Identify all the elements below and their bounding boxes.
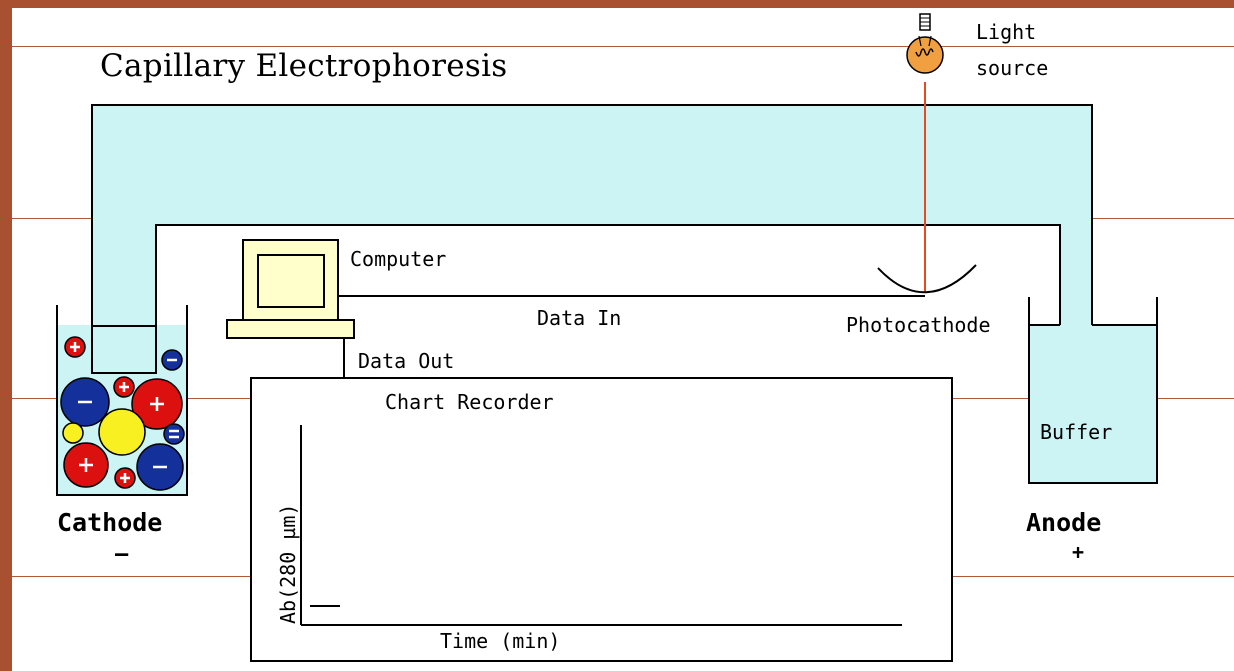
- light-label: Light: [976, 20, 1037, 44]
- light-bulb-icon: [906, 13, 944, 74]
- anode-beaker: [1028, 297, 1158, 484]
- chart-x-axis-label: Time (min): [440, 629, 561, 653]
- chart-recorder-box: [250, 377, 953, 662]
- data-out-label: Data Out: [358, 349, 455, 373]
- neutral-molecule: [98, 408, 146, 456]
- ions-group: [60, 336, 185, 491]
- anode-label: Anode: [1026, 508, 1102, 537]
- diagram-title: Capillary Electrophoresis: [100, 48, 508, 84]
- chart-y-axis-label: Ab(280 µm): [276, 503, 300, 624]
- anode-sign: +: [1072, 540, 1085, 564]
- computer-label: Computer: [350, 247, 447, 271]
- photocathode-icon: [877, 264, 977, 294]
- negative-ion: [163, 423, 185, 445]
- cathode-beaker: [56, 305, 188, 496]
- data-in-label: Data In: [537, 306, 622, 330]
- photocathode-label: Photocathode: [846, 313, 991, 337]
- slide-rule-line: [12, 46, 1234, 47]
- capillary-cathode-end: [91, 325, 157, 374]
- computer-icon: [226, 239, 355, 339]
- buffer-label: Buffer: [1040, 420, 1113, 444]
- anode-buffer: [1029, 325, 1157, 483]
- chart-recorder-label: Chart Recorder: [385, 390, 554, 414]
- cathode-label: Cathode: [57, 508, 163, 537]
- neutral-molecule: [62, 422, 84, 444]
- ion-signs: [70, 342, 179, 483]
- cathode-sign: —: [115, 542, 129, 567]
- source-label: source: [976, 56, 1049, 80]
